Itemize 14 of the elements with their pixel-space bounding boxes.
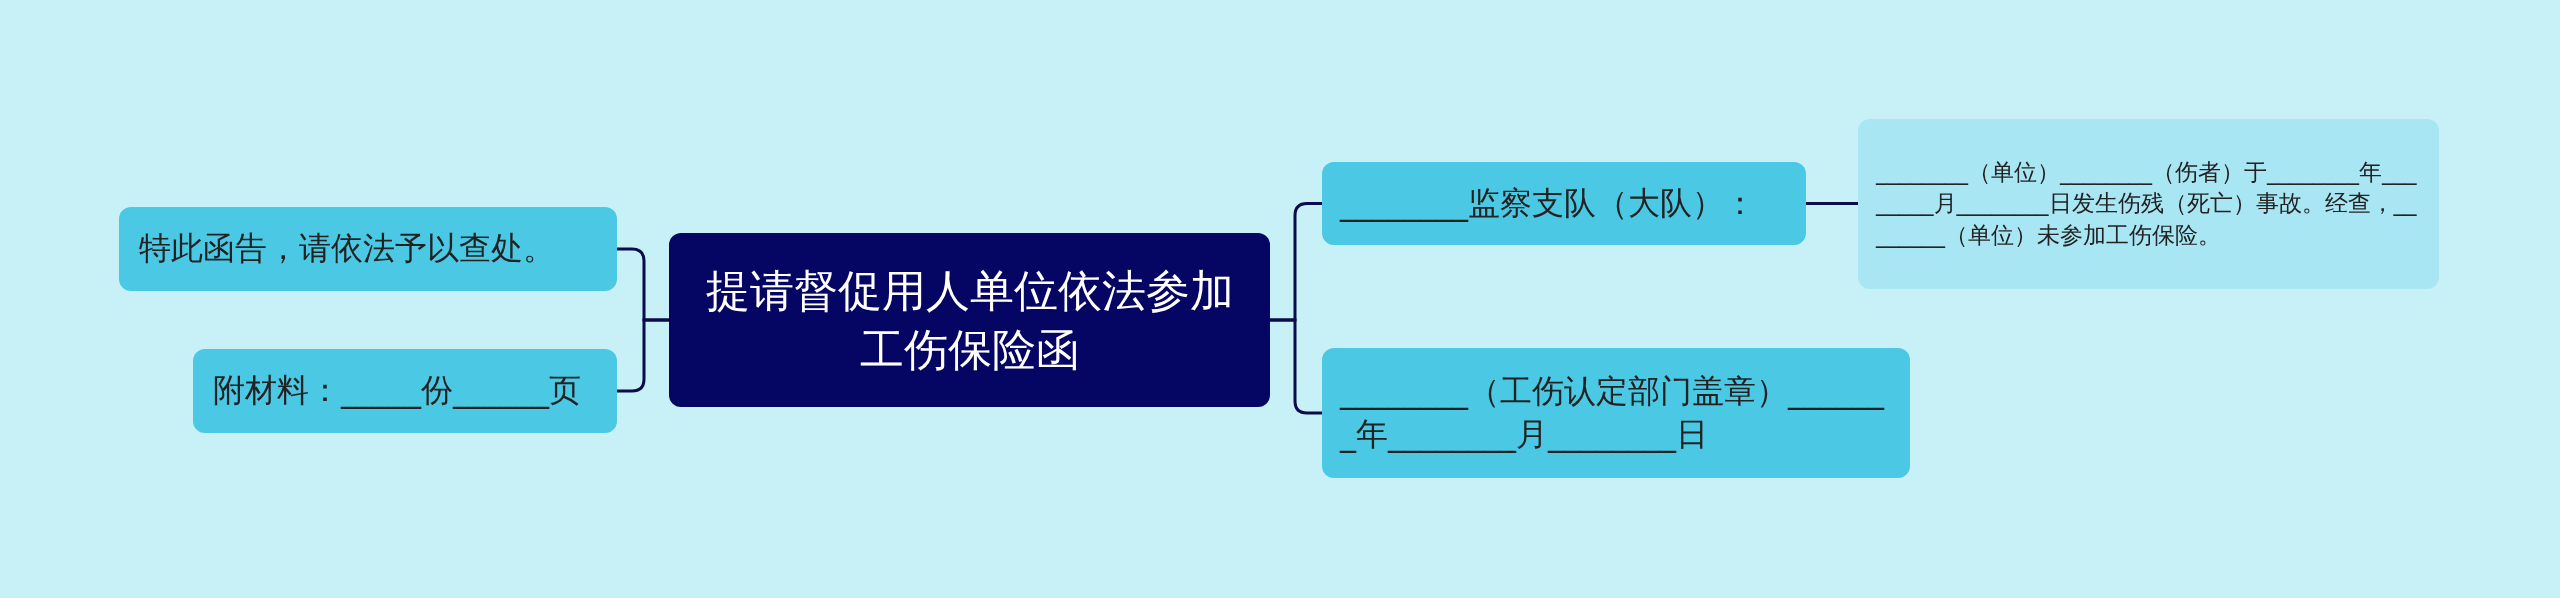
node-text: 提请督促用人单位依法参加工伤保险函: [705, 263, 1234, 377]
topic-box: [1322, 162, 1806, 245]
node-text: 特此函告，请依法予以查处。: [139, 228, 555, 270]
node-text: ________监察支队（大队）：: [1340, 182, 1756, 224]
node-text: 附材料：_____份______页: [213, 370, 581, 412]
subtopic-box: [1858, 119, 2439, 289]
topic-box: [119, 207, 617, 291]
topic-box: [1322, 348, 1910, 478]
connector-line: [1270, 318, 1322, 415]
topic-box: [193, 349, 617, 433]
node-text: ________（工伤认定部门盖章）_______年________月________日: [1340, 370, 1886, 455]
title-box: [669, 233, 1270, 407]
node-text: ________（单位）________（伤者）于________年________月________日发生伤残（死亡）事故。经查，________（单位）未参加工伤保险。: [1876, 158, 2418, 250]
connector-line: [1806, 202, 1858, 205]
